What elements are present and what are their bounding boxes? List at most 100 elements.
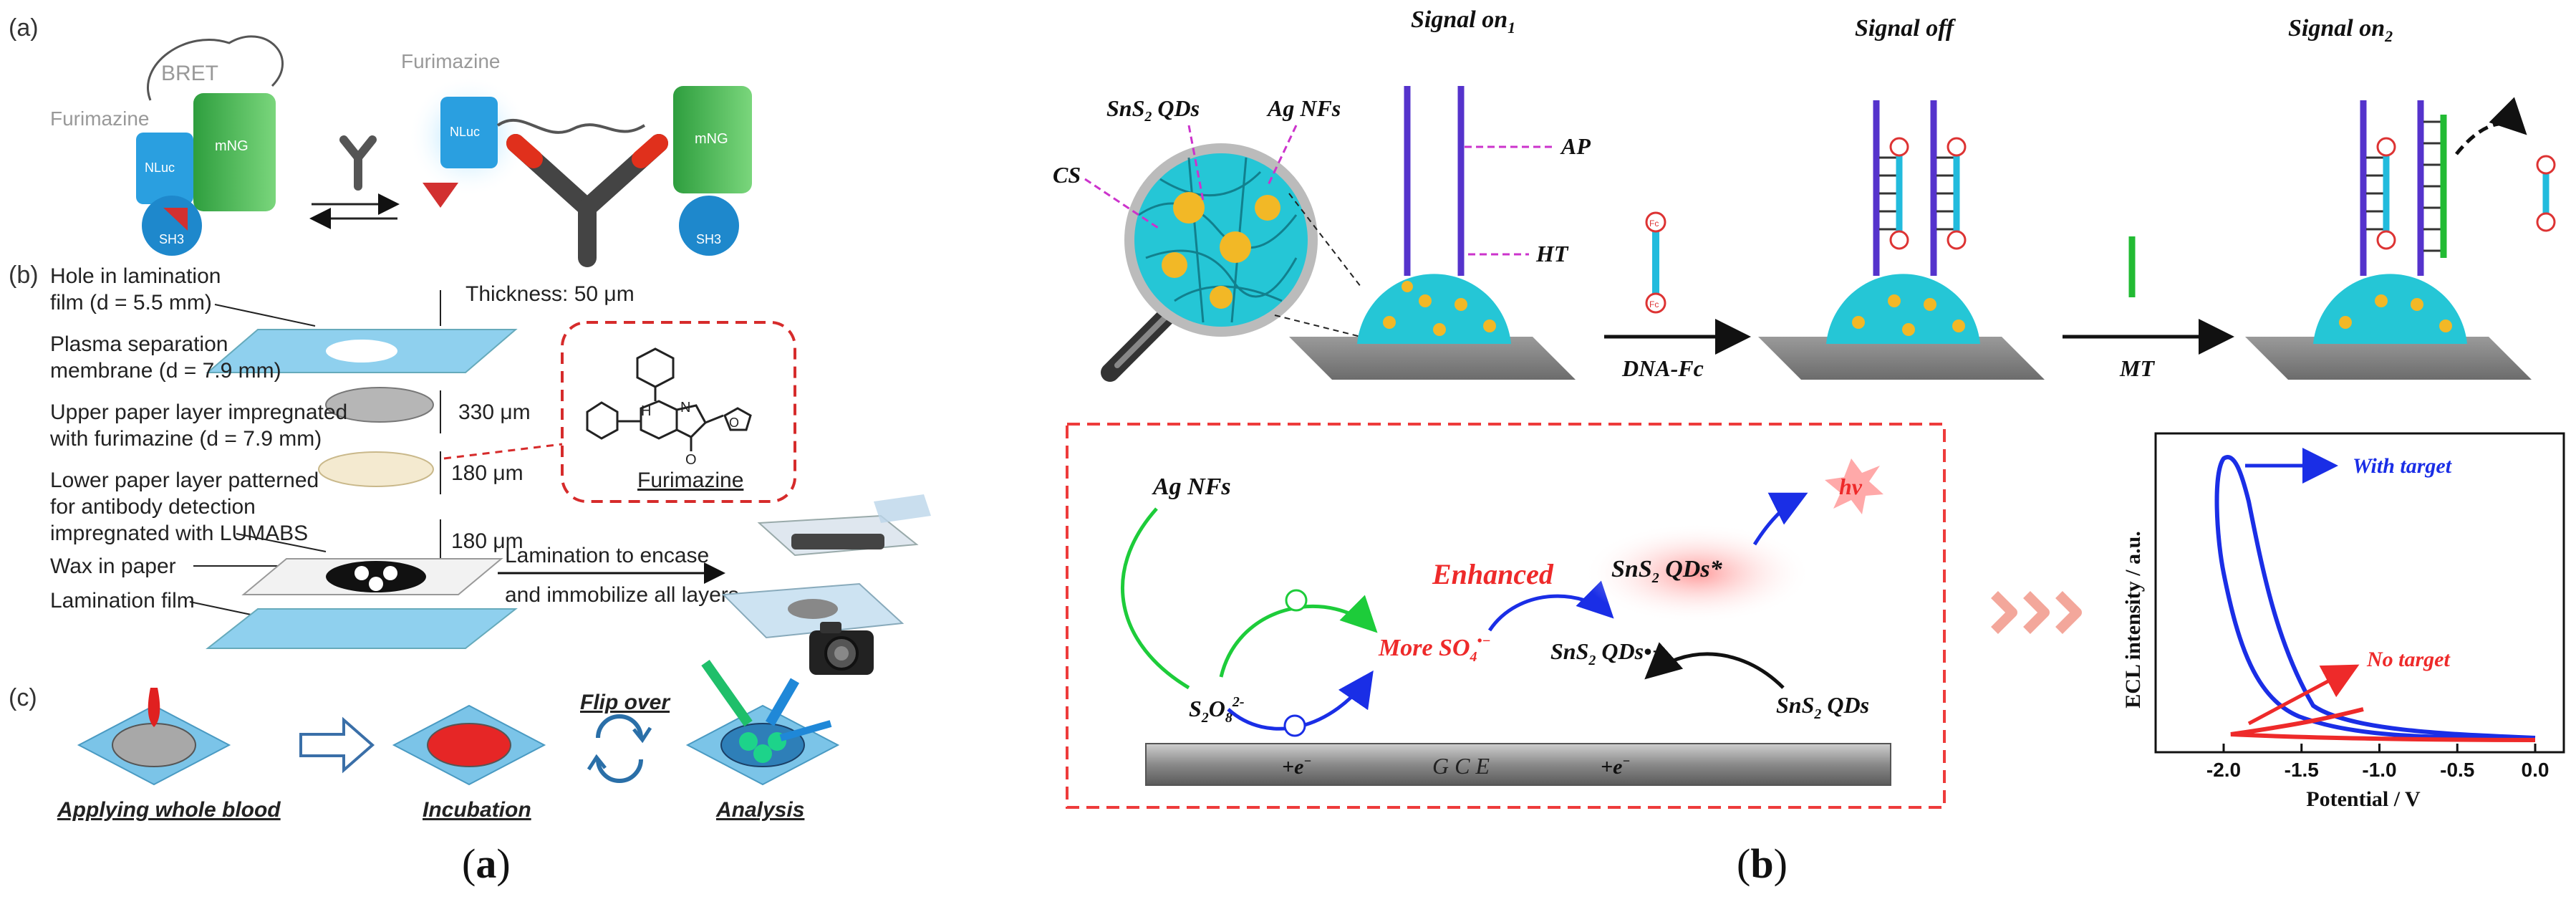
enhanced-label: Enhanced: [1432, 558, 1554, 590]
sh3-right-label: SH3: [696, 232, 721, 246]
lower-line2: for antibody detection: [50, 495, 256, 519]
step1-label: Applying whole blood: [57, 798, 281, 822]
right-caption: (b): [1737, 840, 1788, 887]
sns2-qds-label: SnS2 QDs: [1106, 95, 1200, 125]
furimazine-label-left: Furimazine: [50, 107, 149, 130]
step2-label: Incubation: [423, 798, 531, 822]
green-arrow: [1219, 595, 1378, 678]
dna-fc-label: DNA-Fc: [1621, 355, 1704, 381]
e-right-label: +e−: [1601, 754, 1630, 779]
hv-arrow: [1752, 492, 1808, 546]
hole-leader: [214, 304, 316, 327]
gce-electrode: [1145, 743, 1891, 786]
bottom-lamination-film: [206, 608, 518, 649]
device-step3: [685, 659, 840, 786]
linker-curve: [147, 35, 284, 101]
hole-line2: film (d = 5.5 mm): [50, 291, 212, 314]
ecl-tick-label: -2.0: [2206, 759, 2241, 781]
mng-left-label: mNG: [215, 138, 249, 154]
hv-label: hν: [1839, 474, 1863, 499]
sh3-left-label: SH3: [159, 232, 184, 246]
dim-180a: 180 μm: [451, 461, 524, 485]
left-caption: (a): [462, 840, 511, 887]
sns2-excited-label: SnS2 QDs*: [1611, 556, 1723, 586]
lower-line3: impregnated with LUMABS: [50, 522, 308, 545]
cs-leader: [1084, 178, 1161, 231]
furimazine-label-right: Furimazine: [401, 50, 500, 72]
electrode-3: [2245, 97, 2556, 380]
sns2-ground-label: SnS2 QDs: [1776, 692, 1869, 722]
mng-right: [673, 86, 752, 193]
ecl-tick-label: -1.0: [2362, 759, 2396, 781]
nh-label: H: [641, 403, 651, 419]
ap-label: AP: [1560, 133, 1591, 159]
no-target-curve: [2230, 707, 2536, 742]
excited-glow: [1583, 523, 1812, 623]
sns2-anion-label: SnS2 QDs•−: [1550, 638, 1666, 668]
peptide-right: [423, 183, 458, 208]
svg-text:Fc: Fc: [1649, 299, 1659, 309]
no-target-label: No target: [2366, 648, 2451, 671]
o-label: O: [685, 452, 697, 468]
wax-zone-2: [383, 566, 397, 580]
furimazine-structure: [586, 347, 752, 451]
plasma-membrane: [325, 387, 434, 423]
wax-zone-3: [369, 577, 383, 591]
panel-c-tag: (c): [9, 684, 37, 711]
furan-o-label: O: [729, 416, 739, 430]
lower-leader: [236, 533, 327, 552]
mng-right-label: mNG: [695, 131, 728, 147]
sh3-left: [142, 196, 202, 256]
svg-text:Fc: Fc: [1649, 219, 1659, 229]
electrode-2: [1758, 100, 2045, 380]
structure-leader: [443, 443, 563, 460]
ecl-tick-label: -1.5: [2285, 759, 2319, 781]
furimazine-structure-box: [561, 321, 796, 503]
e-left-label: +e−: [1282, 754, 1311, 779]
ecl-tick-label: 0.0: [2522, 759, 2550, 781]
wax-label: Wax in paper: [50, 554, 176, 578]
no-target-arrow: [2247, 664, 2360, 726]
nluc-left-label: NLuc: [145, 160, 175, 175]
blue-mediator: [1283, 714, 1306, 737]
with-target-label: With target: [2353, 454, 2453, 478]
nluc-left: [136, 133, 193, 204]
panel-a-tag: (a): [9, 14, 39, 42]
more-so4-label: More SO4•−: [1378, 633, 1491, 665]
device-step1: [77, 688, 231, 786]
signal-on2-label: Signal on2: [2288, 15, 2393, 45]
ht-label: HT: [1535, 241, 1569, 266]
signal-off-label: Signal off: [1855, 15, 1957, 42]
upper-paper-layer: [318, 451, 434, 487]
sns2-leader: [1187, 125, 1205, 201]
antibody-large: [506, 134, 668, 267]
upper-line2: with furimazine (d = 7.9 mm): [49, 427, 322, 451]
dim-330: 330 μm: [458, 400, 531, 424]
device-step2: [392, 704, 546, 786]
n-label: N: [680, 400, 690, 416]
mech-ag-nfs: Ag NFs: [1152, 474, 1231, 500]
lamination-leader: [189, 601, 259, 617]
plasma-line2: membrane (d = 7.9 mm): [50, 359, 281, 383]
mechanism-box: G C E +e− +e− Ag NFs S2O82- More SO4•− E…: [1066, 423, 1946, 809]
chevron-arrows: [1991, 591, 2082, 634]
sh3-right: [679, 196, 739, 256]
mt-label: MT: [2119, 355, 2155, 381]
plasma-line1: Plasma separation: [50, 332, 228, 356]
flip-label: Flip over: [580, 691, 671, 714]
nluc-right-label: NLuc: [450, 125, 480, 139]
magnifier-lens: [1124, 143, 1318, 337]
green-mediator: [1285, 589, 1308, 612]
bret-label: BRET: [161, 62, 218, 85]
step3-label: Analysis: [715, 798, 804, 822]
antibody-small: [339, 135, 377, 191]
blood-drop: [148, 688, 160, 727]
laminator-device: [721, 494, 931, 639]
right-figure: Signal on1 Signal off Signal on2 SnS2 QD…: [1053, 6, 2565, 887]
ag-nfs-top-label: Ag NFs: [1266, 95, 1341, 121]
dim-180b: 180 μm: [451, 529, 524, 553]
peptide-left: [163, 208, 188, 231]
signal-on1-label: Signal on1: [1411, 6, 1515, 37]
